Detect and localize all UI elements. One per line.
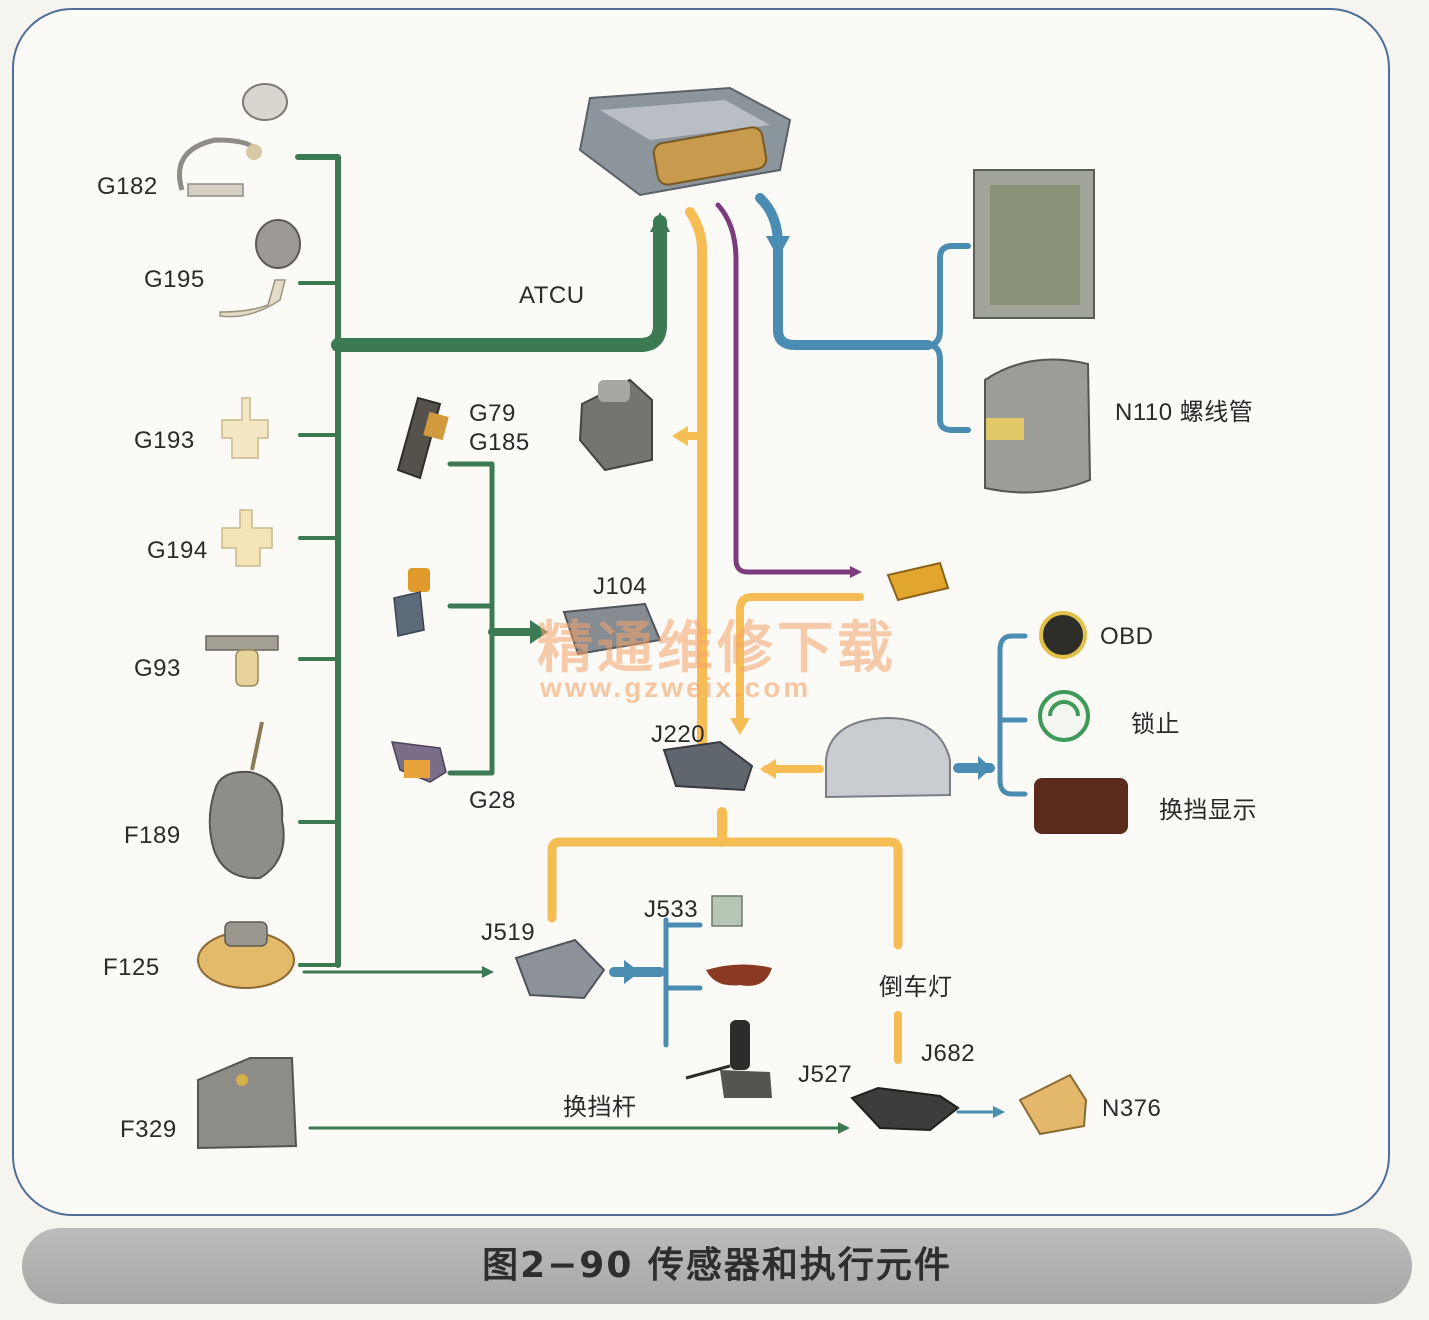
f125-switch-image	[197, 921, 295, 989]
label-g28: G28	[469, 787, 516, 814]
label-shift-lever: 换挡杆	[563, 1094, 637, 1121]
g195-sensor-image	[219, 219, 301, 318]
j220-unit-image	[662, 740, 754, 792]
label-obd: OBD	[1100, 623, 1154, 650]
watermark-text: 精通维修下载	[537, 616, 897, 681]
label-g185: G185	[469, 429, 530, 456]
n376-solenoid-image	[1018, 1073, 1088, 1136]
g28-sensor-image	[390, 741, 447, 783]
label-j527: J527	[798, 1061, 852, 1088]
g193-sensor-image	[221, 397, 269, 459]
label-j533: J533	[644, 896, 698, 923]
label-g182: G182	[97, 173, 158, 200]
purple-arrow	[850, 566, 862, 578]
j527-unit-image	[850, 1086, 960, 1132]
n110-solenoid-image	[984, 358, 1092, 494]
f329-switch-image	[197, 1057, 298, 1150]
arrow-to-gear	[672, 426, 688, 446]
arrow-to-j104	[530, 620, 548, 644]
blue-arrow-j533	[624, 960, 640, 984]
label-g194: G194	[147, 537, 208, 564]
label-j682: J682	[921, 1040, 975, 1067]
rear-lamp-icon	[706, 964, 772, 986]
label-j519: J519	[481, 919, 535, 946]
caption-bar: 图2−90 传感器和执行元件	[22, 1228, 1412, 1304]
orange-bus	[547, 207, 903, 1064]
g182-sensor-image	[176, 83, 288, 197]
f189-switch-image	[208, 721, 285, 880]
atcu-unit-image	[578, 86, 792, 197]
label-n376: N376	[1102, 1095, 1161, 1122]
obd-icon	[1039, 611, 1087, 659]
label-lock: 锁止	[1131, 711, 1180, 738]
label-shift-display: 换挡显示	[1159, 797, 1257, 824]
label-reverse-light: 倒车灯	[879, 974, 953, 1001]
figure-caption: 图2−90 传感器和执行元件	[482, 1245, 952, 1286]
g93-sensor-image	[205, 635, 279, 687]
label-atcu: ATCU	[519, 282, 585, 309]
valve-body-image	[973, 169, 1095, 319]
watermark-url: www.gzweix.com	[539, 672, 811, 703]
arrow-from-cluster	[760, 759, 776, 779]
arrow-to-j220	[730, 718, 750, 735]
blue-arrow-n376	[993, 1106, 1005, 1118]
label-j220: J220	[651, 721, 705, 748]
label-n110: N110 螺线管	[1115, 399, 1253, 426]
g194-sensor-image	[221, 509, 273, 567]
instrument-cluster-image	[825, 716, 951, 799]
blue-arrow-atcu	[766, 236, 790, 258]
purple-line	[715, 202, 855, 575]
label-g195: G195	[144, 266, 205, 293]
arrow-to-j527	[838, 1122, 850, 1134]
j104-unit-image	[562, 602, 662, 656]
label-j104: J104	[593, 573, 647, 600]
shift-display-icon	[1034, 778, 1128, 834]
j533-unit-image	[711, 895, 743, 927]
j519-unit-image	[514, 938, 606, 1000]
pedal-sensor-image	[393, 568, 430, 637]
purple-target-module-image	[886, 561, 950, 602]
label-g79: G79	[469, 400, 516, 427]
label-g193: G193	[134, 427, 195, 454]
blue-arrow-obd	[978, 756, 992, 780]
gear-lever-image	[685, 1020, 772, 1098]
lock-icon	[1038, 690, 1090, 742]
label-f329: F329	[120, 1116, 177, 1143]
label-f125: F125	[103, 954, 160, 981]
arrow-to-j519	[482, 966, 494, 978]
label-g93: G93	[134, 655, 181, 682]
arrow-up-atcu	[650, 212, 670, 232]
label-f189: F189	[124, 822, 181, 849]
gear-module-image	[578, 378, 653, 472]
g79-g185-pedal-image	[396, 396, 449, 480]
green-bus	[295, 154, 842, 1130]
